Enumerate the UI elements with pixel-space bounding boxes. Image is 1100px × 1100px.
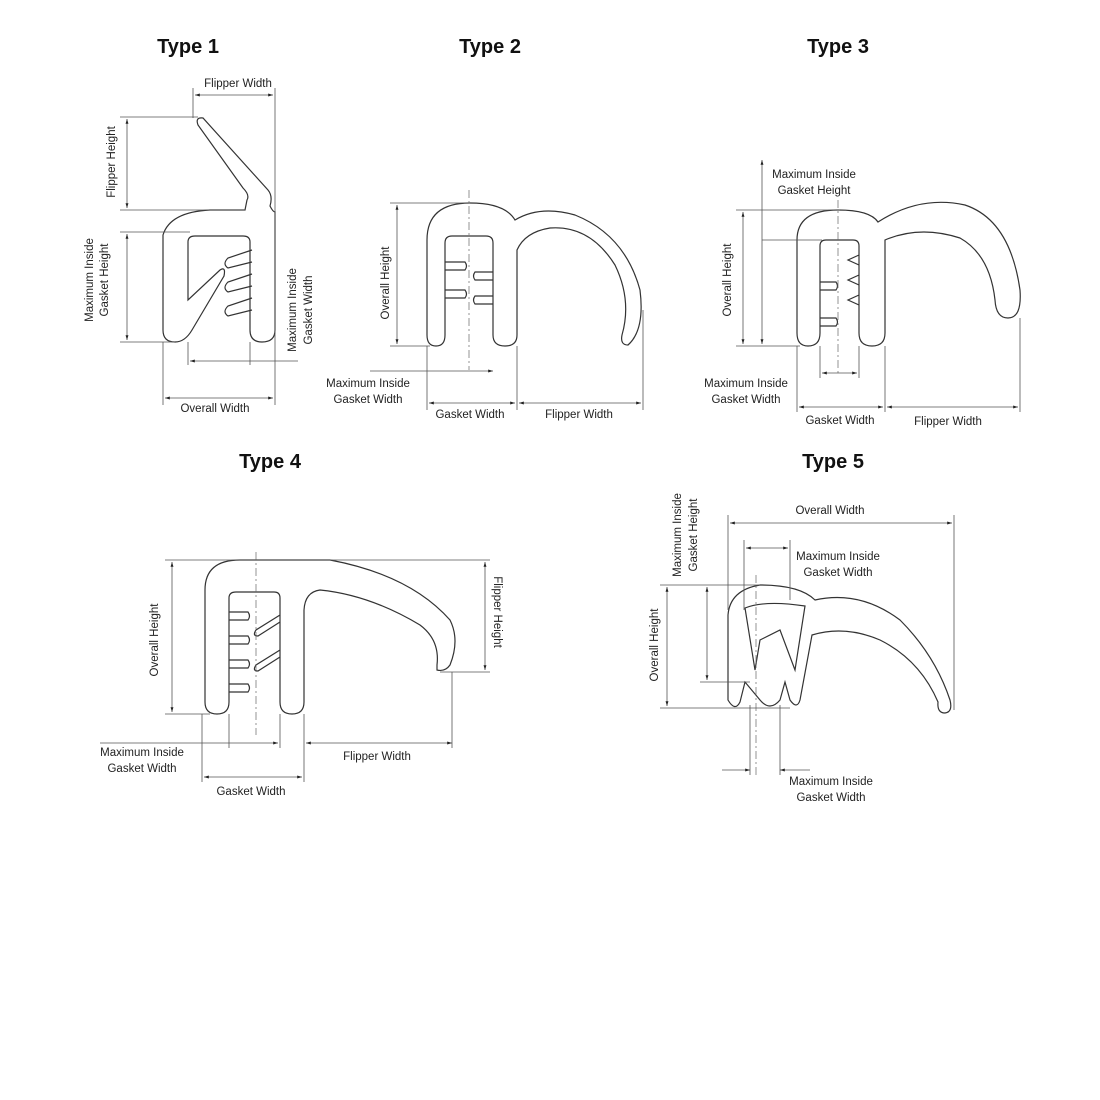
type-5-max-inside-height-label-1: Maximum Inside [672,493,684,577]
type-4-max-inside-width-label-2: Gasket Width [107,763,176,775]
type-3-max-inside-width-label-2: Gasket Width [711,394,780,406]
type-4-flipper-width-label: Flipper Width [343,751,411,763]
type-4-max-inside-width-label-1: Maximum Inside [100,747,184,759]
type-1-max-inside-width-label-2: Gasket Width [303,275,315,344]
type-5-overall-height-label: Overall Height [649,608,661,682]
type-4-diagram: Type 4 Overall Height Flipper Height Max… [100,451,503,798]
type-2-title: Type 2 [459,36,521,58]
type-1-overall-width-label: Overall Width [180,403,249,415]
type-3-max-inside-width-label-1: Maximum Inside [704,378,788,390]
type-5-max-inside-width-label-1: Maximum Inside [796,551,880,563]
type-1-diagram: Type 1 Flipper Width Flipper Height Maxi… [84,36,315,415]
type-2-diagram: Type 2 Overall Height Maximum Inside Gas… [326,36,644,421]
type-1-flipper-height-label: Flipper Height [106,125,118,197]
type-5-gasket-profile [727,584,952,714]
type-5-diagram: Type 5 Overall Width Maximum Inside Gask… [649,451,955,804]
type-4-overall-height-label: Overall Height [149,603,161,677]
type-4-gasket-width-label: Gasket Width [216,786,285,798]
type-5-max-inside-width-label-2: Gasket Width [803,567,872,579]
type-2-max-inside-width-label-1: Maximum Inside [326,378,410,390]
type-4-flipper-height-label: Flipper Height [491,576,503,648]
type-1-max-inside-height-label-1: Maximum Inside [84,238,96,322]
type-1-title: Type 1 [157,36,219,58]
type-3-flipper-width-label: Flipper Width [914,416,982,428]
type-1-max-inside-width-label-1: Maximum Inside [287,268,299,352]
type-4-gasket-profile [204,559,456,715]
type-5-title: Type 5 [802,451,864,473]
type-2-gasket-profile [426,202,642,347]
type-3-overall-height-label: Overall Height [722,243,734,317]
type-5-bottom-width-label-2: Gasket Width [796,792,865,804]
type-2-flipper-width-label: Flipper Width [545,409,613,421]
type-3-max-inside-height-label-2: Gasket Height [778,185,852,197]
type-3-title: Type 3 [807,36,869,58]
type-4-title: Type 4 [239,451,302,473]
type-3-max-inside-height-label-1: Maximum Inside [772,169,856,181]
type-2-gasket-width-label: Gasket Width [435,409,504,421]
type-2-overall-height-label: Overall Height [380,246,392,320]
type-3-diagram: Type 3 Maximum Inside Gasket Height Over… [704,36,1021,428]
type-1-max-inside-height-label-2: Gasket Height [99,243,111,317]
type-1-gasket-profile [162,117,276,343]
type-2-max-inside-width-label-2: Gasket Width [333,394,402,406]
type-5-max-inside-height-label-2: Gasket Height [688,498,700,572]
type-5-bottom-width-label-1: Maximum Inside [789,776,873,788]
type-3-gasket-width-label: Gasket Width [805,415,874,427]
type-3-gasket-profile [796,201,1021,347]
type-1-flipper-width-label: Flipper Width [204,78,272,90]
type-5-overall-width-label: Overall Width [795,505,864,517]
